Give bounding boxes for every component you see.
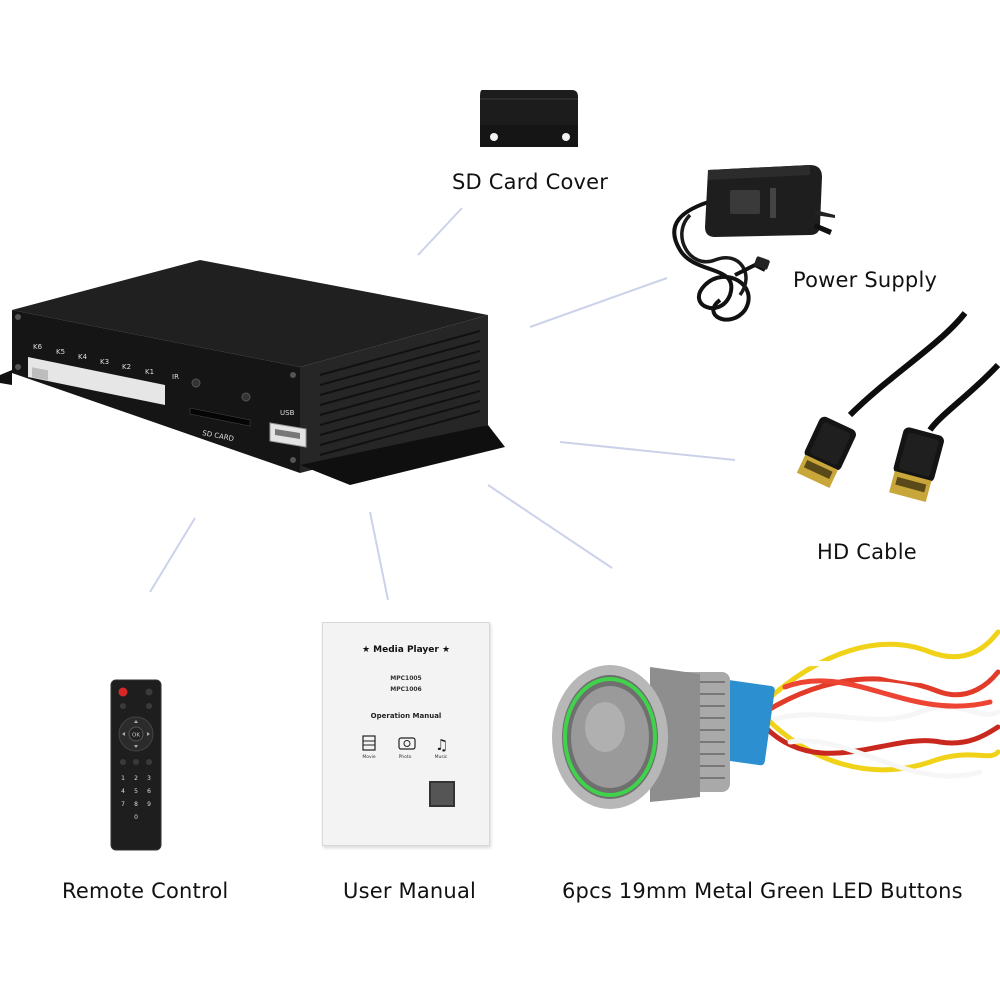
manual-model-1: MPC1005 [390,675,422,682]
remote-key-2: 2 [134,775,138,782]
ir-label: IR [172,373,179,381]
remote-control-image: OK 1 2 3 4 5 6 7 8 9 0 [110,679,162,851]
manual-media-icons: ♫ [362,735,448,754]
caption-user-manual: User Manual [343,879,477,903]
manual-icon-label-photo: Photo [398,755,412,760]
usb-label: USB [280,409,295,417]
key-label-k3: K3 [100,358,109,366]
remote-key-6: 6 [147,788,151,795]
manual-title: ★ Media Player ★ [361,645,451,655]
manual-logo [429,781,455,807]
remote-key-5: 5 [134,788,138,795]
remote-key-0: 0 [134,814,138,821]
manual-icon-label-movie: Movie [362,755,376,760]
movie-icon [362,735,376,751]
remote-key-4: 4 [121,788,125,795]
manual-icon-label-music: Music [434,755,448,760]
remote-key-3: 3 [147,775,151,782]
caption-hd-cable: HD Cable [817,540,917,564]
metal-led-button-image [552,629,1000,809]
key-label-k6: K6 [33,343,43,351]
sd-card-cover-image [480,90,578,147]
caption-sd-card-cover: SD Card Cover [452,170,609,194]
remote-key-7: 7 [121,801,125,808]
remote-key-1: 1 [121,775,125,782]
key-label-k5: K5 [56,348,65,356]
caption-led-buttons: 6pcs 19mm Metal Green LED Buttons [562,879,963,903]
hdmi-cable-image [796,311,1000,503]
user-manual-image: ★ Media Player ★ MPC1005 MPC1006 Operati… [322,622,490,846]
photo-icon [398,737,416,750]
music-icon: ♫ [435,736,448,754]
key-label-k4: K4 [78,353,88,361]
manual-subtitle: Operation Manual [370,712,442,720]
caption-power-supply: Power Supply [793,268,938,292]
remote-ok-label: OK [132,733,140,739]
media-player-box-image: K6 K5 K4 K3 K2 K1 IR USB SD CARD [0,260,505,485]
power-adapter-image [672,165,835,322]
key-label-k2: K2 [122,363,131,371]
remote-key-9: 9 [147,801,151,808]
manual-model-2: MPC1006 [390,686,422,693]
remote-key-8: 8 [134,801,138,808]
caption-remote-control: Remote Control [62,879,229,903]
key-label-k1: K1 [145,368,154,376]
